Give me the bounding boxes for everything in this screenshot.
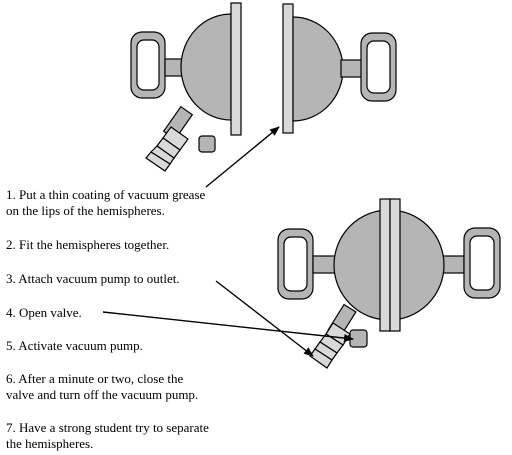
step-3-line-1: 3. Attach vacuum pump to outlet. bbox=[6, 271, 180, 286]
step-7-line-2: the hemispheres. bbox=[6, 436, 94, 451]
step-5-line-1: 5. Activate vacuum pump. bbox=[6, 338, 143, 353]
step-7-line-1: 7. Have a strong student try to separate bbox=[6, 420, 209, 435]
instruction-step-4: 4. Open valve. bbox=[6, 305, 82, 321]
joined-rim-left bbox=[379, 198, 391, 332]
instruction-step-1: 1. Put a thin coating of vacuum grease o… bbox=[6, 187, 205, 219]
step-1-line-1: 1. Put a thin coating of vacuum grease bbox=[6, 187, 206, 202]
step-6-line-1: 6. After a minute or two, close the bbox=[6, 371, 184, 386]
step-4-line-1: 4. Open valve. bbox=[6, 305, 82, 320]
joined-rim-right bbox=[389, 198, 401, 332]
instruction-step-7: 7. Have a strong student try to separate… bbox=[6, 420, 209, 452]
instruction-step-3: 3. Attach vacuum pump to outlet. bbox=[6, 271, 180, 287]
right-hemisphere-rim bbox=[282, 3, 294, 134]
joined-right-handle bbox=[439, 227, 501, 299]
arrow-step4-to-valve bbox=[102, 311, 354, 343]
instruction-step-6: 6. After a minute or two, close the valv… bbox=[6, 371, 198, 403]
left-hemisphere bbox=[180, 13, 232, 121]
instruction-step-5: 5. Activate vacuum pump. bbox=[6, 338, 143, 354]
instruction-step-2: 2. Fit the hemispheres together. bbox=[6, 237, 169, 253]
left-hemisphere-rim bbox=[230, 2, 242, 136]
arrow-step3-to-outlet bbox=[215, 280, 314, 357]
separated-hemispheres bbox=[130, 2, 397, 172]
right-handle bbox=[340, 32, 397, 102]
right-hemisphere bbox=[292, 16, 344, 122]
arrows bbox=[102, 126, 354, 357]
left-valve-outlet bbox=[145, 105, 216, 172]
joined-left-handle bbox=[277, 228, 339, 300]
joined-valve-outlet bbox=[309, 303, 368, 369]
arrow-step1-to-rims bbox=[205, 126, 280, 188]
step-2-line-1: 2. Fit the hemispheres together. bbox=[6, 237, 170, 252]
left-handle bbox=[130, 31, 187, 99]
step-1-line-2: on the lips of the hemispheres. bbox=[6, 203, 165, 218]
joined-hemispheres bbox=[277, 198, 501, 369]
step-6-line-2: valve and turn off the vacuum pump. bbox=[6, 387, 199, 402]
